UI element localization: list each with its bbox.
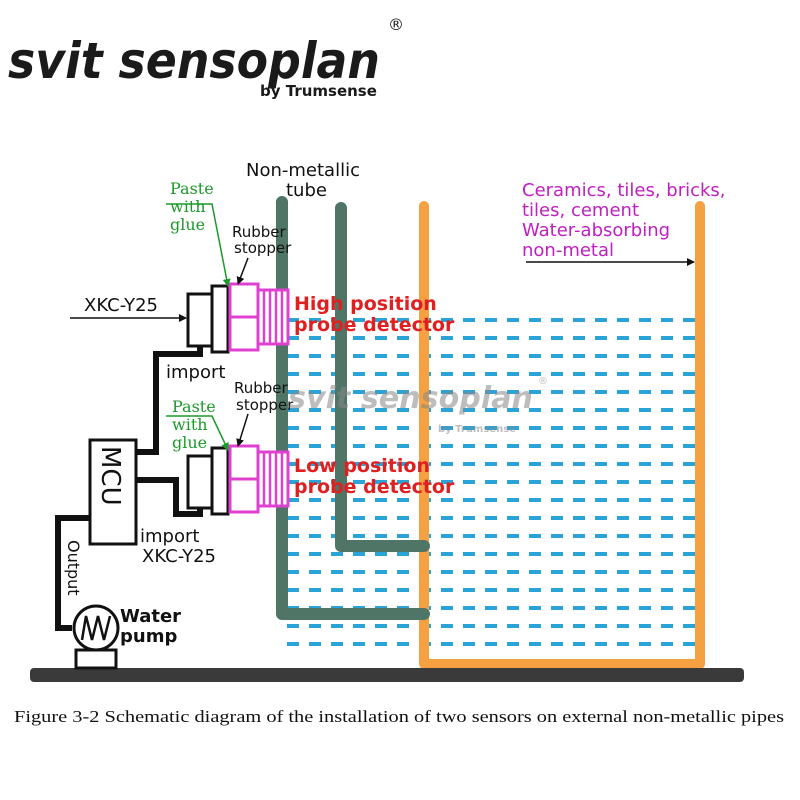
high-position-sensor [186,282,290,354]
labels-paste-glue-top-1-text: with [170,197,206,216]
rubber-stopper-arrow-bottom [236,413,249,447]
high-probe-label: High position probe detector [294,293,455,336]
watermark-registered: ® [538,376,548,387]
water-pump-label: Water pump [120,606,181,647]
materials-line1: Ceramics, tiles, bricks, [522,180,726,201]
materials-line3: Water-absorbing [522,220,670,241]
paste-glue-arrow-bottom [166,415,229,451]
low-position-sensor [186,444,290,516]
low-probe-label: Low position probe detector [294,455,455,498]
rubber-stopper-arrow-top [236,257,249,285]
ground-line [30,668,744,682]
watermark: svit sensoplan ® by Trumsense [288,376,548,435]
brand-byline: by Trumsense [260,82,377,100]
sensor-model-top: XKC-Y25 [84,295,158,316]
rubber-stopper-label-bottom: Rubber stopper [234,379,294,414]
import-label-bottom: import [140,526,199,547]
labels-paste-glue-bottom-1-text: with [172,415,208,434]
import-label-top: import [166,362,225,383]
labels-rubber-stopper-top-0-text: Rubber [232,223,287,241]
labels-rubber-stopper-top-1-text: stopper [234,239,292,257]
labels-low-probe-1-text: probe detector [294,476,455,498]
registered-mark: ® [388,15,404,34]
wiring [55,346,203,631]
material-container [419,201,705,669]
labels-rubber-stopper-bottom-1-text: stopper [236,396,294,414]
sensor-body-bottom [186,454,214,510]
sensor-body-top [186,292,214,348]
tube-label-line2: tube [286,180,327,201]
water-fill [285,314,695,658]
brand-name: svit sensoplan [8,32,380,90]
figure-caption: Figure 3-2 Schematic diagram of the inst… [14,707,784,726]
tube-label-line1: Non-metallic [246,160,360,181]
labels-paste-glue-bottom-2-text: glue [172,433,207,452]
labels-paste-glue-bottom-0-text: Paste [172,397,216,416]
labels-high-probe-0-text: High position [294,293,437,315]
paste-glue-label-bottom: Paste with glue [172,397,216,452]
labels-paste-glue-top-2-text: glue [170,215,205,234]
watermark-byline: by Trumsense [438,424,516,435]
watermark-name: svit sensoplan [288,381,533,416]
sensor-model-bottom: XKC-Y25 [142,546,216,567]
labels-water-pump-0-text: Water [120,606,181,627]
materials-line4: non-metal [522,240,614,261]
labels-paste-glue-top-0-text: Paste [170,179,214,198]
mcu-label: MCU [95,446,125,506]
rubber-stopper-label-top: Rubber stopper [232,223,292,257]
materials-line2: tiles, cement [522,200,639,221]
labels-low-probe-0-text: Low position [294,455,430,477]
water-pump [72,604,120,670]
paste-glue-arrow-top [166,203,231,287]
labels-rubber-stopper-bottom-0-text: Rubber [234,379,289,397]
paste-glue-label-top: Paste with glue [170,179,214,234]
brand-logo: svit sensoplan ® by Trumsense [8,15,404,100]
labels-water-pump-1-text: pump [120,626,177,647]
mcu-module: MCU [88,438,138,546]
output-label: Output [64,540,83,596]
labels-high-probe-1-text: probe detector [294,314,455,336]
materials-label: Ceramics, tiles, bricks, tiles, cement W… [522,180,726,261]
